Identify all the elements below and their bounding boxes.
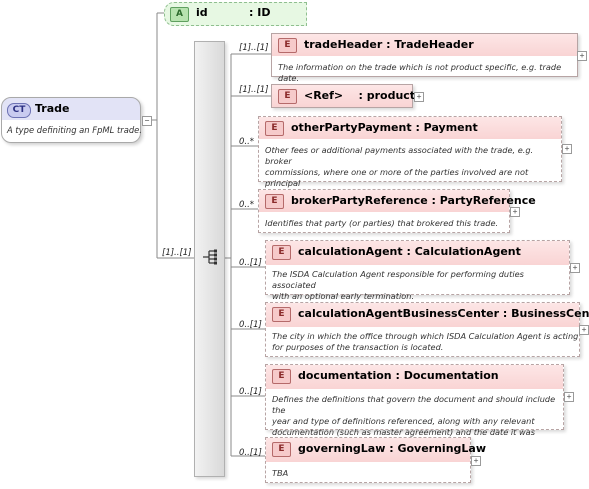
- expand-toggle[interactable]: +: [510, 207, 520, 217]
- element-documentation[interactable]: E documentation : Documentation Defines …: [265, 364, 564, 448]
- attribute-type: : ID: [249, 6, 271, 19]
- element-badge: E: [278, 89, 297, 104]
- expand-toggle[interactable]: +: [570, 263, 580, 273]
- collapse-toggle[interactable]: −: [142, 116, 152, 126]
- element-name: brokerPartyReference : PartyReference: [291, 194, 536, 207]
- element-badge: E: [265, 194, 284, 209]
- complex-type-badge: CT: [7, 103, 31, 118]
- element-description: The city in which the office through whi…: [272, 331, 579, 352]
- element-otherpartypayment[interactable]: E otherPartyPayment : Payment Other fees…: [258, 116, 562, 199]
- element-name: documentation : Documentation: [298, 369, 499, 382]
- element-name: tradeHeader : TradeHeader: [304, 38, 474, 51]
- element-cardinality: 0..[1]: [239, 258, 262, 268]
- element-cardinality: 0..[1]: [239, 320, 262, 330]
- element-description: Identifies that party (or parties) that …: [265, 218, 499, 228]
- element-cardinality: 0..*: [239, 137, 255, 147]
- complex-type-description: A type definiting an FpML trade.: [7, 125, 142, 135]
- element-description: The ISDA Calculation Agent responsible f…: [272, 269, 524, 301]
- element-badge: E: [272, 369, 291, 384]
- element-name: otherPartyPayment : Payment: [291, 121, 478, 134]
- expand-toggle[interactable]: +: [577, 51, 587, 61]
- element-tradeheader[interactable]: E tradeHeader : TradeHeader The informat…: [271, 33, 578, 83]
- element-cardinality: [1]..[1]: [239, 85, 269, 95]
- element-name: <Ref> : product: [304, 89, 416, 102]
- complex-type-name: Trade: [35, 102, 70, 115]
- attribute-id[interactable]: A id : ID: [164, 2, 307, 26]
- element-cardinality: 0..*: [239, 200, 255, 210]
- element-cardinality: 0..[1]: [239, 448, 262, 458]
- element-name: governingLaw : GoverningLaw: [298, 442, 487, 455]
- expand-toggle[interactable]: +: [471, 456, 481, 466]
- element-description: The information on the trade which is no…: [278, 62, 562, 83]
- expand-toggle[interactable]: +: [562, 144, 572, 154]
- element-calculationagentbusinesscenter[interactable]: E calculationAgentBusinessCenter : Busin…: [265, 302, 589, 357]
- element-badge: E: [265, 121, 284, 136]
- sequence-icon: [203, 249, 217, 265]
- element-brokerpartyreference[interactable]: E brokerPartyReference : PartyReference …: [258, 189, 536, 233]
- element-badge: E: [272, 245, 291, 260]
- attribute-name: id: [196, 6, 208, 19]
- sequence-cardinality: [1]..[1]: [162, 248, 192, 258]
- expand-toggle[interactable]: +: [564, 392, 574, 402]
- complex-type-trade[interactable]: CT Trade A type definiting an FpML trade…: [1, 97, 142, 143]
- element-ref-product[interactable]: E <Ref> : product: [271, 84, 416, 108]
- expand-toggle[interactable]: +: [414, 92, 424, 102]
- element-badge: E: [278, 38, 297, 53]
- element-cardinality: [1]..[1]: [239, 43, 269, 53]
- element-cardinality: 0..[1]: [239, 387, 262, 397]
- element-calculationagent[interactable]: E calculationAgent : CalculationAgent Th…: [265, 240, 570, 301]
- element-governinglaw[interactable]: E governingLaw : GoverningLaw TBA: [265, 437, 486, 483]
- attribute-badge: A: [170, 7, 189, 22]
- expand-toggle[interactable]: +: [579, 325, 589, 335]
- element-badge: E: [272, 442, 291, 457]
- element-name: calculationAgent : CalculationAgent: [298, 245, 521, 258]
- element-description: TBA: [272, 468, 289, 478]
- element-badge: E: [272, 307, 291, 322]
- element-name: calculationAgentBusinessCenter : Busines…: [298, 307, 589, 320]
